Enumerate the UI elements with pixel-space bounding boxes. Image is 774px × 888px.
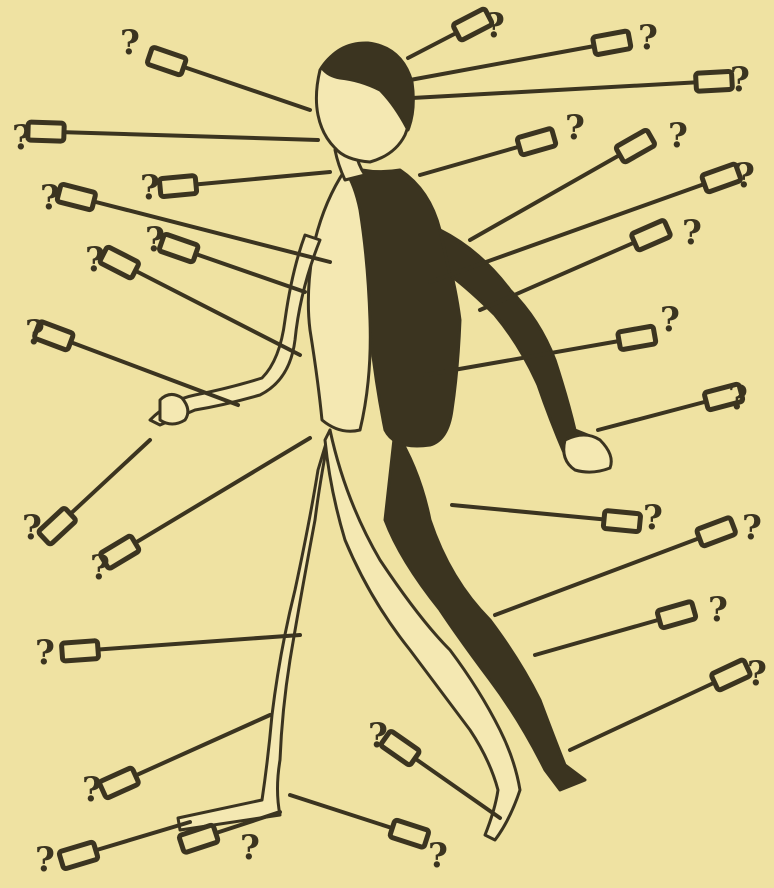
pointer-hand-left: ? bbox=[22, 440, 150, 548]
pointer-upper-arm-right: ? bbox=[430, 156, 755, 282]
pointer-tag bbox=[592, 31, 631, 55]
pointer-tag bbox=[711, 659, 751, 691]
pointer-tag bbox=[28, 122, 65, 141]
pointer-tag bbox=[696, 517, 736, 547]
question-mark-label: ? bbox=[35, 840, 55, 880]
pointer-head-right: ? bbox=[410, 18, 658, 80]
question-mark-label: ? bbox=[742, 508, 762, 548]
pointer-line bbox=[66, 440, 150, 518]
pointer-head-top-left: ? bbox=[120, 23, 310, 110]
pointer-tag bbox=[38, 507, 77, 545]
question-mark-label: ? bbox=[735, 156, 755, 196]
question-mark-label: ? bbox=[660, 300, 680, 340]
pointer-line bbox=[412, 82, 702, 98]
pointer-elbow-right: ? bbox=[480, 213, 702, 310]
pointer-line bbox=[598, 400, 712, 430]
question-mark-label: ? bbox=[708, 590, 728, 630]
pointer-line bbox=[130, 715, 270, 778]
question-mark-label: ? bbox=[140, 168, 160, 208]
back-hand bbox=[564, 435, 612, 472]
pointer-tag bbox=[99, 246, 139, 278]
question-mark-label: ? bbox=[25, 313, 45, 353]
question-mark-label: ? bbox=[12, 118, 32, 158]
pointer-knee-right: ? bbox=[535, 590, 728, 655]
pointer-upper-arm-left: ? bbox=[145, 220, 305, 292]
pointer-line bbox=[65, 340, 238, 405]
pointer-line bbox=[570, 680, 720, 750]
pointer-elbow-left: ? bbox=[25, 313, 238, 405]
question-mark-label: ? bbox=[40, 178, 60, 218]
pointer-line bbox=[535, 618, 665, 655]
pointer-hand-right: ? bbox=[598, 378, 748, 430]
pointer-line bbox=[58, 132, 318, 140]
question-mark-label: ? bbox=[730, 60, 750, 100]
pointer-shin-left: ? bbox=[82, 715, 270, 810]
pointer-foot-left: ? bbox=[35, 822, 190, 880]
question-mark-label: ? bbox=[35, 633, 55, 673]
pointer-line bbox=[452, 505, 610, 520]
pointer-neck-right: ? bbox=[412, 60, 750, 100]
question-mark-label: ? bbox=[638, 18, 658, 58]
pointer-tag bbox=[147, 47, 187, 76]
pointer-line bbox=[420, 145, 525, 175]
question-mark-label: ? bbox=[565, 108, 585, 148]
pointer-line bbox=[290, 795, 398, 830]
pointer-tag bbox=[57, 184, 96, 210]
pointer-tag bbox=[615, 129, 655, 162]
pointer-tag bbox=[517, 128, 557, 155]
pointer-heel-right: ? bbox=[290, 795, 448, 876]
question-mark-label: ? bbox=[428, 836, 448, 876]
pointer-shoulder-right: ? bbox=[420, 108, 585, 175]
pointer-neck-left: ? bbox=[140, 168, 330, 208]
pointer-line bbox=[130, 438, 310, 546]
chest-light bbox=[308, 170, 370, 431]
question-mark-label: ? bbox=[240, 828, 260, 868]
question-mark-label: ? bbox=[368, 716, 388, 756]
pointer-line bbox=[178, 65, 310, 110]
pointer-tag bbox=[59, 842, 99, 870]
pointer-knee-left: ? bbox=[35, 633, 300, 673]
question-mark-label: ? bbox=[22, 508, 42, 548]
pointer-line bbox=[92, 635, 300, 650]
pointer-line bbox=[408, 30, 462, 58]
pointer-line bbox=[495, 536, 705, 615]
pointer-tag bbox=[696, 71, 733, 91]
front-leg bbox=[178, 430, 330, 830]
pointer-tag bbox=[159, 175, 197, 196]
question-mark-label: ? bbox=[747, 654, 767, 694]
pointer-tag bbox=[603, 510, 641, 531]
pointer-line bbox=[90, 822, 190, 852]
pointer-line bbox=[190, 252, 305, 292]
question-mark-label: ? bbox=[145, 220, 165, 260]
front-hand bbox=[160, 394, 188, 424]
pointer-tag bbox=[618, 326, 657, 350]
pointer-wrist-left: ? bbox=[90, 438, 310, 588]
pointer-tag bbox=[99, 767, 139, 798]
question-mark-label: ? bbox=[682, 213, 702, 253]
pointer-line bbox=[470, 152, 625, 240]
pointer-line bbox=[410, 45, 600, 80]
pointer-tag bbox=[631, 220, 671, 251]
pointer-line bbox=[190, 172, 330, 185]
pointer-hip-right: ? bbox=[452, 498, 663, 538]
question-mark-label: ? bbox=[90, 548, 110, 588]
pointer-face-left: ? bbox=[12, 118, 318, 158]
pointer-line bbox=[480, 240, 640, 310]
question-mark-label: ? bbox=[643, 498, 663, 538]
question-mark-label: ? bbox=[728, 378, 748, 418]
pointer-tag bbox=[390, 820, 430, 848]
pointer-tag bbox=[657, 601, 697, 628]
pointer-line bbox=[410, 755, 500, 818]
question-mark-label: ? bbox=[485, 6, 505, 46]
question-mark-label: ? bbox=[85, 240, 105, 280]
pointer-calf-right: ? bbox=[570, 654, 767, 750]
pointer-head-top-right: ? bbox=[408, 6, 505, 58]
question-mark-label: ? bbox=[82, 770, 102, 810]
question-mark-label: ? bbox=[120, 23, 140, 63]
question-mark-label: ? bbox=[668, 116, 688, 156]
pointer-tag bbox=[61, 641, 98, 662]
